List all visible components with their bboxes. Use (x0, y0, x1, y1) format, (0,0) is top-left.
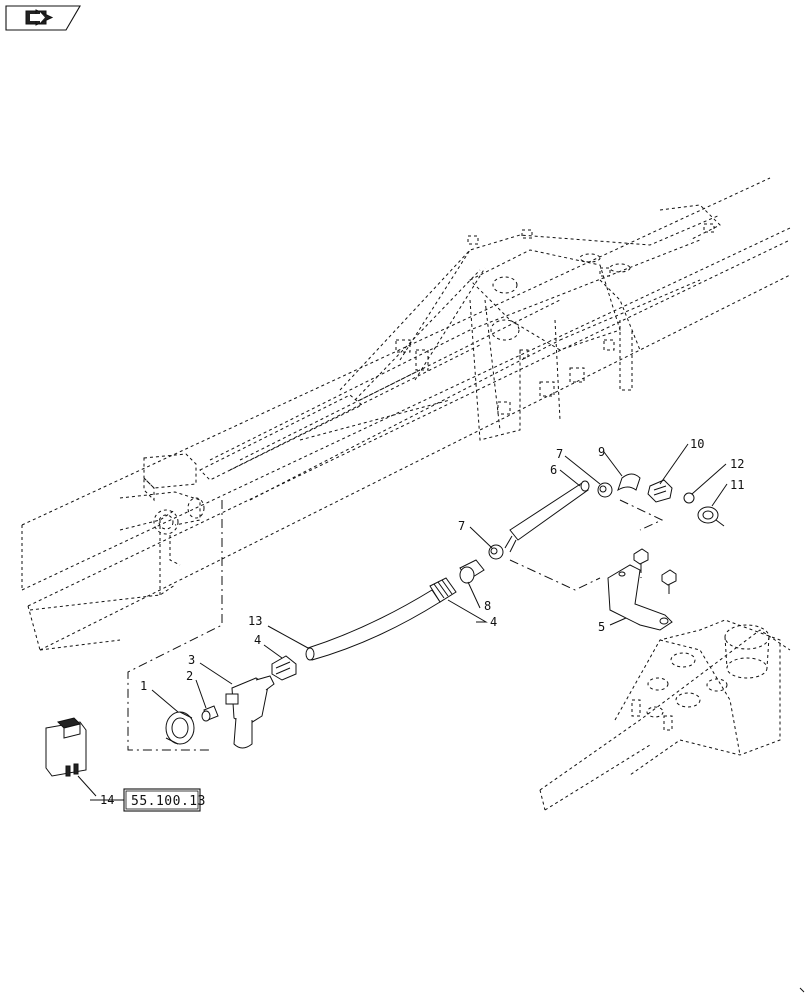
callout-10: 10 (690, 437, 704, 451)
valve-assembly (119, 453, 205, 566)
part-11-fitting (697, 506, 725, 527)
callout-4-lower: 4 (254, 633, 261, 647)
callout-6: 6 (550, 463, 557, 477)
part-10-connector (647, 479, 673, 503)
arrow-forward-icon (25, 9, 54, 26)
part-6-rod (504, 480, 590, 553)
part-4-fitting-lower (271, 655, 297, 681)
nav-button[interactable] (5, 5, 81, 31)
callout-13: 13 (248, 614, 262, 628)
part-2-spacer (201, 705, 219, 722)
callout-7-lower: 7 (458, 519, 465, 533)
part-13-hose (305, 589, 441, 661)
callout-leaders (77, 443, 728, 801)
part-8-sleeve (459, 559, 485, 584)
callout-11: 11 (730, 478, 744, 492)
callout-3: 3 (188, 653, 195, 667)
part-7-clamp-upper (597, 482, 613, 498)
callout-9: 9 (598, 445, 605, 459)
leader-line-group (127, 500, 223, 751)
implement-base (539, 619, 791, 811)
callout-14: 14 (100, 793, 114, 807)
reference-code: 55.100.13 (131, 794, 206, 809)
callout-labels: 1 2 3 4 13 4 8 7 6 7 9 10 12 11 5 14 (100, 437, 744, 807)
part-1-grommet (165, 711, 195, 745)
callout-2: 2 (186, 669, 193, 683)
part-9-elbow (617, 473, 641, 492)
callout-8: 8 (484, 599, 491, 613)
part-14-switch (45, 717, 87, 777)
part-5-bracket (607, 548, 677, 631)
part-7-clamp-lower (488, 544, 504, 560)
reference-link[interactable]: 55.100.13 (123, 788, 206, 812)
callout-12: 12 (730, 457, 744, 471)
part-12-ring (683, 492, 695, 504)
callout-7-upper: 7 (556, 447, 563, 461)
callout-4-upper: 4 (490, 615, 497, 629)
part-3-valve (225, 675, 275, 749)
callout-5: 5 (598, 620, 605, 634)
callout-1: 1 (140, 679, 147, 693)
